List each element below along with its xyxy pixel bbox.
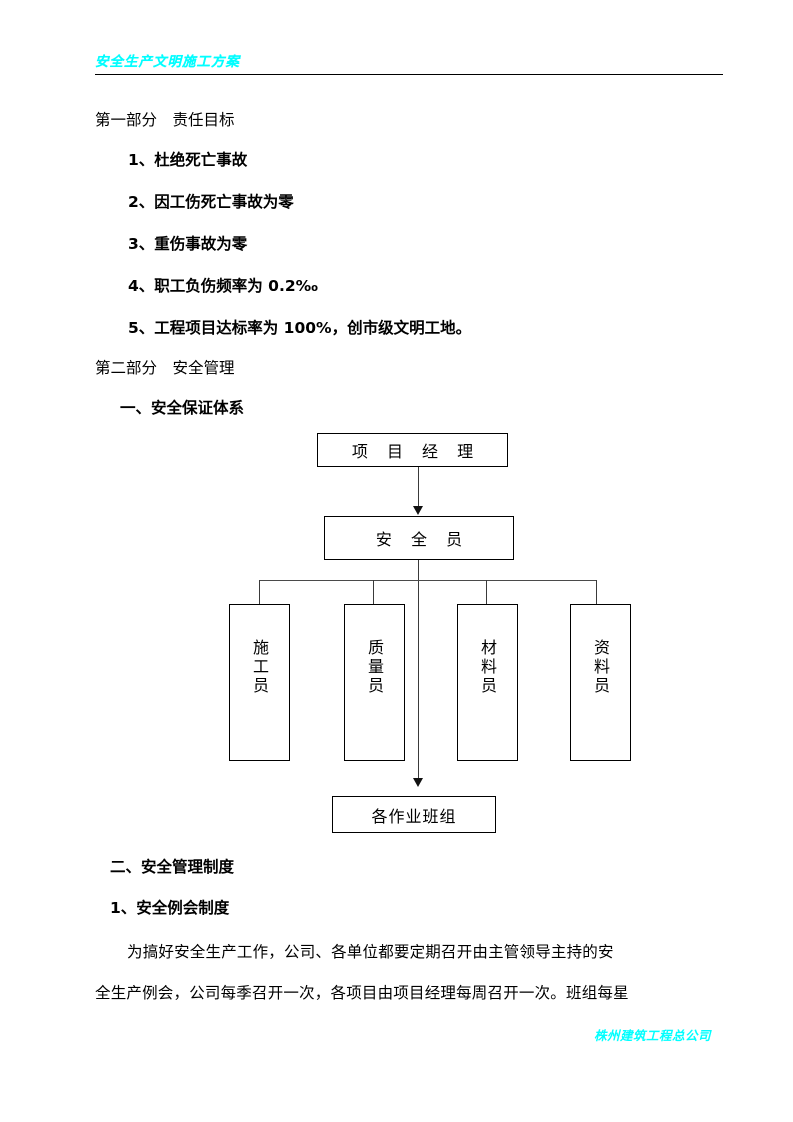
paragraph-line-1: 为搞好安全生产工作，公司、各单位都要定期召开由主管领导主持的安	[95, 942, 614, 962]
subsection-heading-safety-rules: 二、安全管理制度	[110, 858, 235, 876]
section-heading-part-one: 第一部分 责任目标	[95, 111, 235, 129]
objective-item-5: 5、工程项目达标率为 100%，创市级文明工地。	[128, 319, 472, 337]
org-box-material-officer-label: 材料员	[478, 639, 498, 696]
connector-horizontal-bus	[259, 580, 596, 581]
section-heading-part-two: 第二部分 安全管理	[95, 359, 235, 377]
arrow-manager-to-safety	[413, 506, 423, 515]
org-box-safety-officer: 安 全 员	[324, 516, 514, 560]
connector-drop-role-1	[259, 580, 260, 604]
header-divider	[95, 74, 723, 75]
objective-item-4: 4、职工负伤频率为 0.2‰	[128, 277, 318, 295]
page-header: 安全生产文明施工方案	[95, 52, 723, 78]
org-box-project-manager: 项 目 经 理	[317, 433, 508, 467]
objective-item-2: 2、因工伤死亡事故为零	[128, 193, 294, 211]
footer-company-watermark: 株州建筑工程总公司	[594, 1028, 712, 1043]
org-box-construction-worker-label: 施工员	[250, 639, 270, 696]
org-box-documentation-officer-label: 资料员	[591, 639, 611, 696]
org-box-quality-inspector: 质量员	[344, 604, 405, 761]
paragraph-line-2: 全生产例会，公司每季召开一次，各项目由项目经理每周召开一次。班组每星	[95, 984, 629, 1002]
header-title: 安全生产文明施工方案	[95, 54, 240, 70]
arrow-bus-to-teams	[413, 778, 423, 787]
connector-drop-role-3	[486, 580, 487, 604]
org-box-material-officer: 材料员	[457, 604, 518, 761]
objective-item-3: 3、重伤事故为零	[128, 235, 248, 253]
connector-manager-to-safety	[418, 467, 419, 507]
org-box-work-teams: 各作业班组	[332, 796, 496, 833]
connector-bus-to-teams	[418, 595, 419, 779]
rule-item-1: 1、安全例会制度	[110, 899, 230, 917]
paragraph-line-1-text: 为搞好安全生产工作，公司、各单位都要定期召开由主管领导主持的安	[127, 943, 614, 961]
connector-safety-to-bus	[418, 560, 419, 595]
connector-drop-role-2	[373, 580, 374, 604]
subsection-heading-safety-system: 一、安全保证体系	[120, 399, 245, 417]
org-box-documentation-officer: 资料员	[570, 604, 631, 761]
connector-drop-role-4	[596, 580, 597, 604]
org-box-construction-worker: 施工员	[229, 604, 290, 761]
objective-item-1: 1、杜绝死亡事故	[128, 151, 248, 169]
org-box-quality-inspector-label: 质量员	[365, 639, 385, 696]
